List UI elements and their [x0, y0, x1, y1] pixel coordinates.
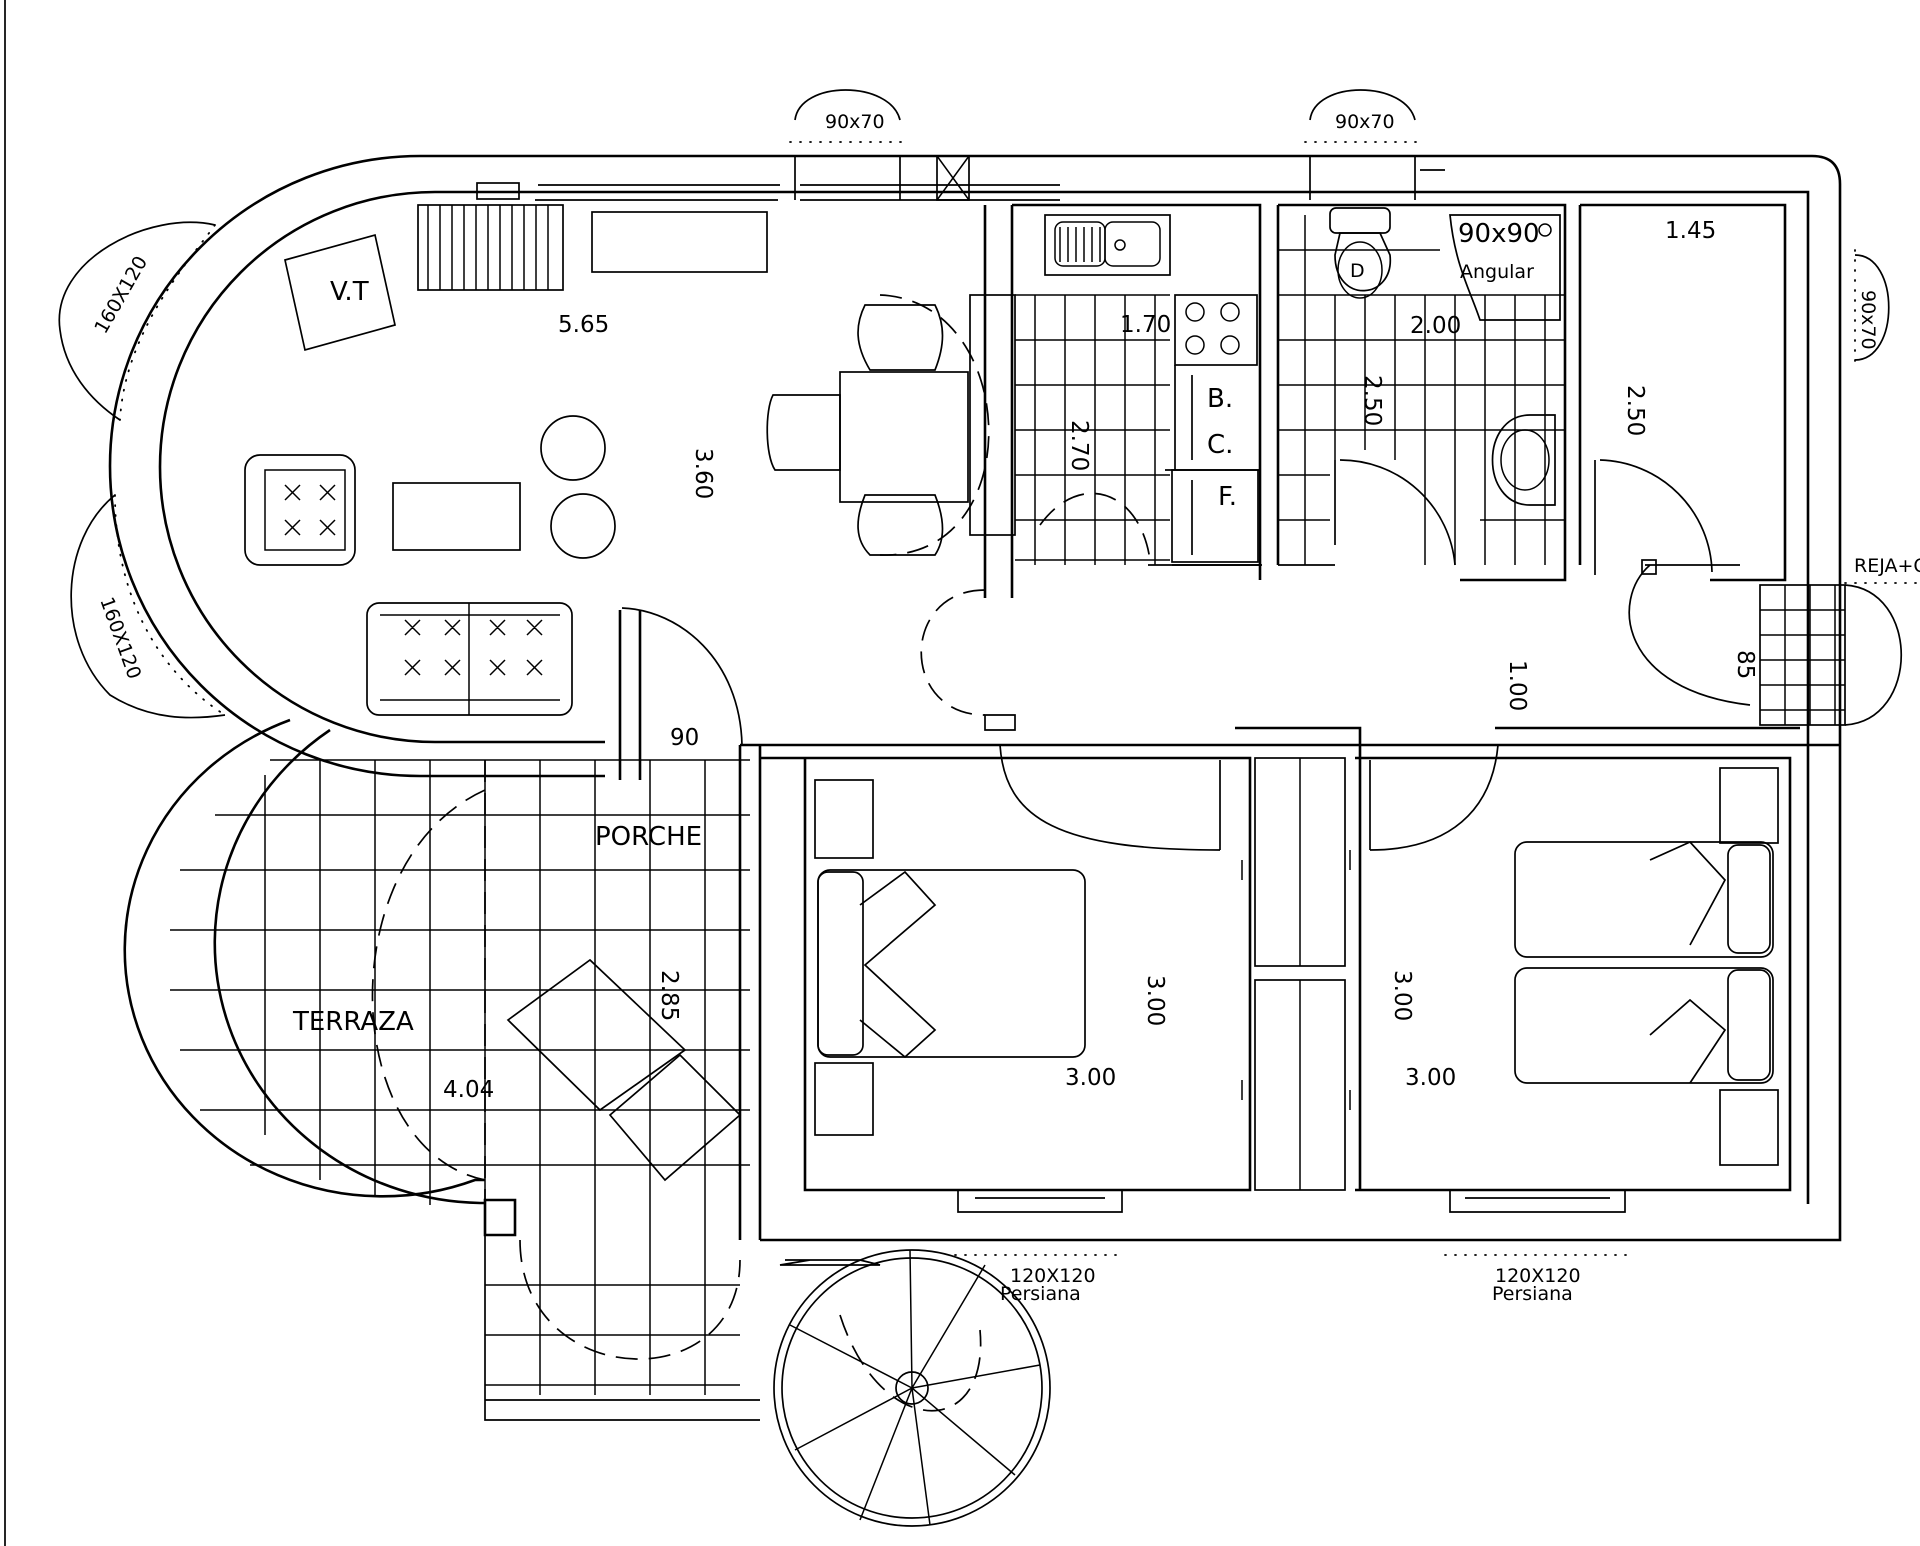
terrace-label: TERRAZA [292, 1007, 414, 1037]
tile-grid [170, 759, 750, 1395]
windows: 90x70 90x70 90x70 160X120 160X120 120X12… [58, 89, 1890, 1305]
window-bedroom-right-size: 120X120 [1495, 1265, 1581, 1287]
kitchen-b-label: B. [1207, 384, 1233, 414]
bedroom-right-width-label: 3.00 [1405, 1065, 1456, 1091]
bathroom-depth-label: 2.50 [1359, 375, 1385, 426]
porch-depth-label: 2.85 [656, 970, 682, 1021]
bedroom-right: 3.00 3.00 [1369, 744, 1779, 1213]
gate-label: REJA+CI [1854, 555, 1920, 577]
window-bedroom-left-size: 120X120 [1010, 1265, 1096, 1287]
window-bedroom-left-type: Persiana [1000, 1283, 1081, 1305]
spiral-stair [773, 1249, 1051, 1527]
hall-width-label: 1.00 [1504, 660, 1530, 711]
interior-walls [618, 203, 1840, 1240]
kitchen-depth-label: 2.70 [1066, 420, 1092, 471]
kitchen-width-label: 1.70 [1120, 312, 1171, 338]
window-curved-bottom-label: 160X120 [95, 594, 145, 682]
porch-label: PORCHE [595, 822, 702, 852]
living-depth-label: 3.60 [690, 448, 716, 499]
bathroom-width-label: 2.00 [1410, 313, 1461, 339]
living-width-label: 5.65 [558, 312, 609, 338]
window-top-left-label: 90x70 [825, 111, 885, 133]
window-top-right-label: 90x70 [1335, 111, 1395, 133]
hall: 1.00 85 REJA+CI [920, 555, 1920, 731]
kitchen: B. C. F. 1.70 2.70 [1015, 214, 1260, 566]
shower-size-label: 90x90 [1458, 219, 1540, 249]
kitchen-f-label: F. [1218, 482, 1237, 512]
living-door-label: 90 [670, 725, 699, 751]
wc-label: D [1350, 260, 1365, 282]
small-room-width-label: 1.45 [1665, 218, 1716, 244]
tv-label: V.T [330, 277, 369, 307]
terrace-area [123, 718, 760, 1421]
window-bedroom-right-type: Persiana [1492, 1283, 1573, 1305]
kitchen-c-label: C. [1207, 430, 1233, 460]
bedroom-left-depth-label: 3.00 [1142, 975, 1168, 1026]
window-right-label: 90x70 [1857, 290, 1879, 350]
exterior-walls [108, 154, 1842, 1242]
bedroom-right-depth-label: 3.00 [1389, 970, 1415, 1021]
small-room-depth-label: 2.50 [1622, 385, 1648, 436]
porch-length-label: 4.04 [443, 1077, 494, 1103]
entry-door-label: 85 [1732, 650, 1758, 679]
bathroom: D 90x90 Angular 2.00 2.50 [1278, 207, 1565, 566]
bedroom-left: 3.00 3.00 [814, 744, 1351, 1213]
living-dims: 5.65 3.60 90 [558, 312, 743, 751]
small-room: 1.45 2.50 [1594, 218, 1716, 575]
shower-type-label: Angular [1460, 261, 1534, 283]
bedroom-left-width-label: 3.00 [1065, 1065, 1116, 1091]
living-furniture: V.T [244, 182, 1016, 716]
